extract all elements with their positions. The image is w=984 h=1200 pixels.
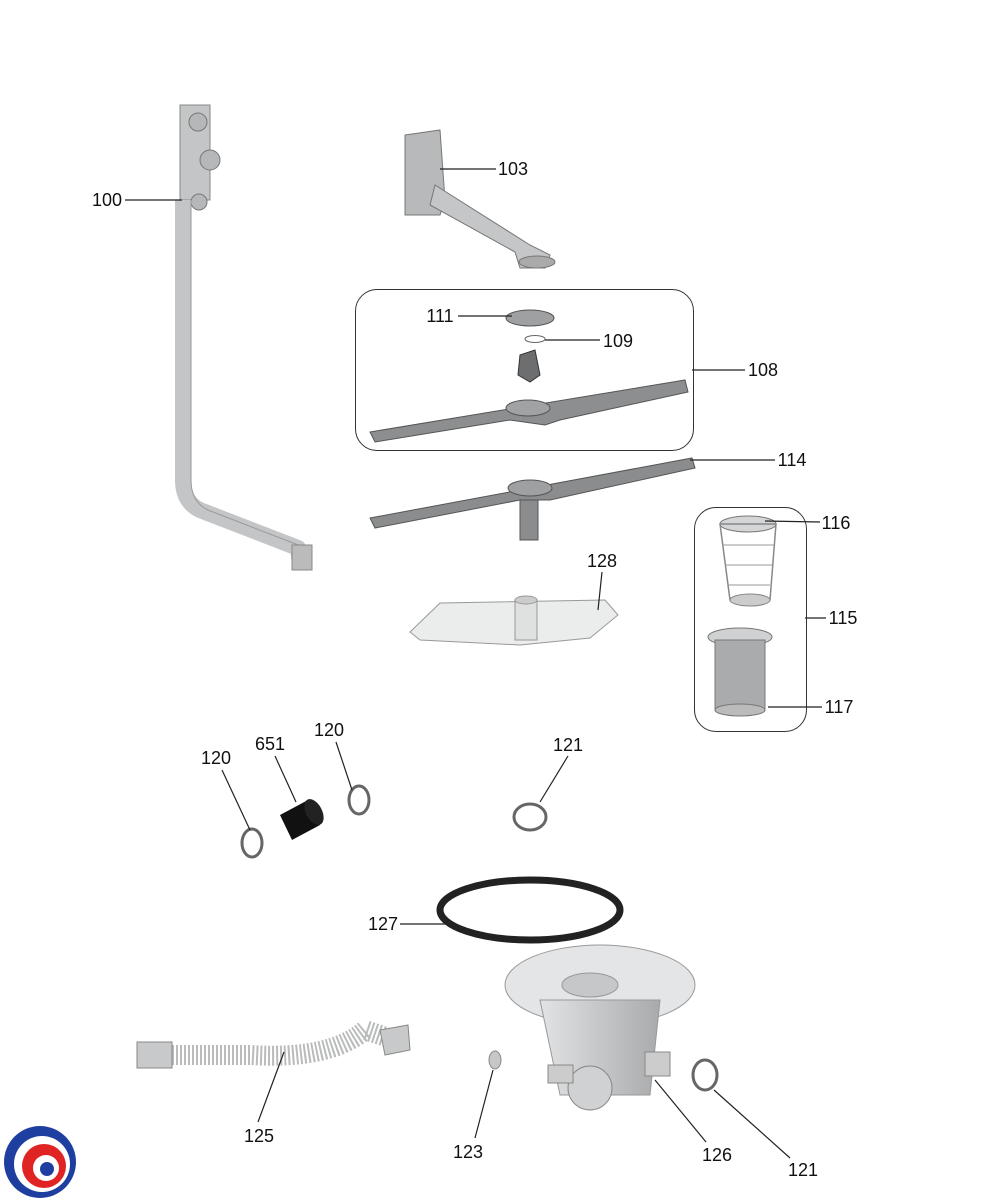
part-117-micro-filter (707, 627, 773, 717)
part-108-hub (517, 349, 541, 383)
part-111-nut (505, 309, 555, 327)
part-121-clamp-bottom (691, 1058, 719, 1092)
label-100: 100 (91, 190, 123, 210)
label-117: 117 (824, 697, 854, 717)
label-108: 108 (747, 360, 779, 380)
part-120-clamp-left (240, 827, 264, 859)
assembly-115-outline (694, 507, 807, 732)
label-120-left: 120 (200, 748, 232, 768)
part-108-upper-spray-arm (369, 379, 689, 443)
part-651-sleeve (280, 799, 324, 840)
label-123: 123 (452, 1142, 484, 1162)
label-120-right: 120 (313, 720, 345, 740)
part-103-spray-arm-holder (404, 129, 556, 269)
part-120-clamp-right (347, 784, 371, 816)
label-109: 109 (602, 331, 634, 351)
part-100-pipe (175, 104, 313, 571)
leader-lines (125, 168, 826, 1159)
label-103: 103 (497, 159, 529, 179)
label-114: 114 (777, 450, 807, 470)
label-111: 111 (426, 306, 454, 326)
part-109-o-ring (524, 335, 546, 343)
part-116-filter-insert (719, 515, 777, 607)
brand-logo (4, 1126, 76, 1198)
part-126-sump (504, 944, 696, 1111)
label-651: 651 (254, 734, 286, 754)
assembly-108-outline (355, 289, 694, 451)
label-127: 127 (367, 914, 399, 934)
part-114-lower-spray-arm (369, 457, 696, 541)
label-125: 125 (243, 1126, 275, 1146)
label-121-top: 121 (552, 735, 584, 755)
label-121-bottom: 121 (787, 1160, 819, 1180)
part-123-plug (488, 1050, 502, 1070)
label-115: 115 (828, 608, 858, 628)
part-128-cover-plate (409, 595, 619, 646)
label-116: 116 (821, 513, 851, 533)
label-128: 128 (586, 551, 618, 571)
label-126: 126 (701, 1145, 733, 1165)
part-121-clamp-top (512, 802, 548, 832)
part-125-hose (136, 1018, 411, 1069)
part-127-seal-ring (436, 876, 624, 944)
